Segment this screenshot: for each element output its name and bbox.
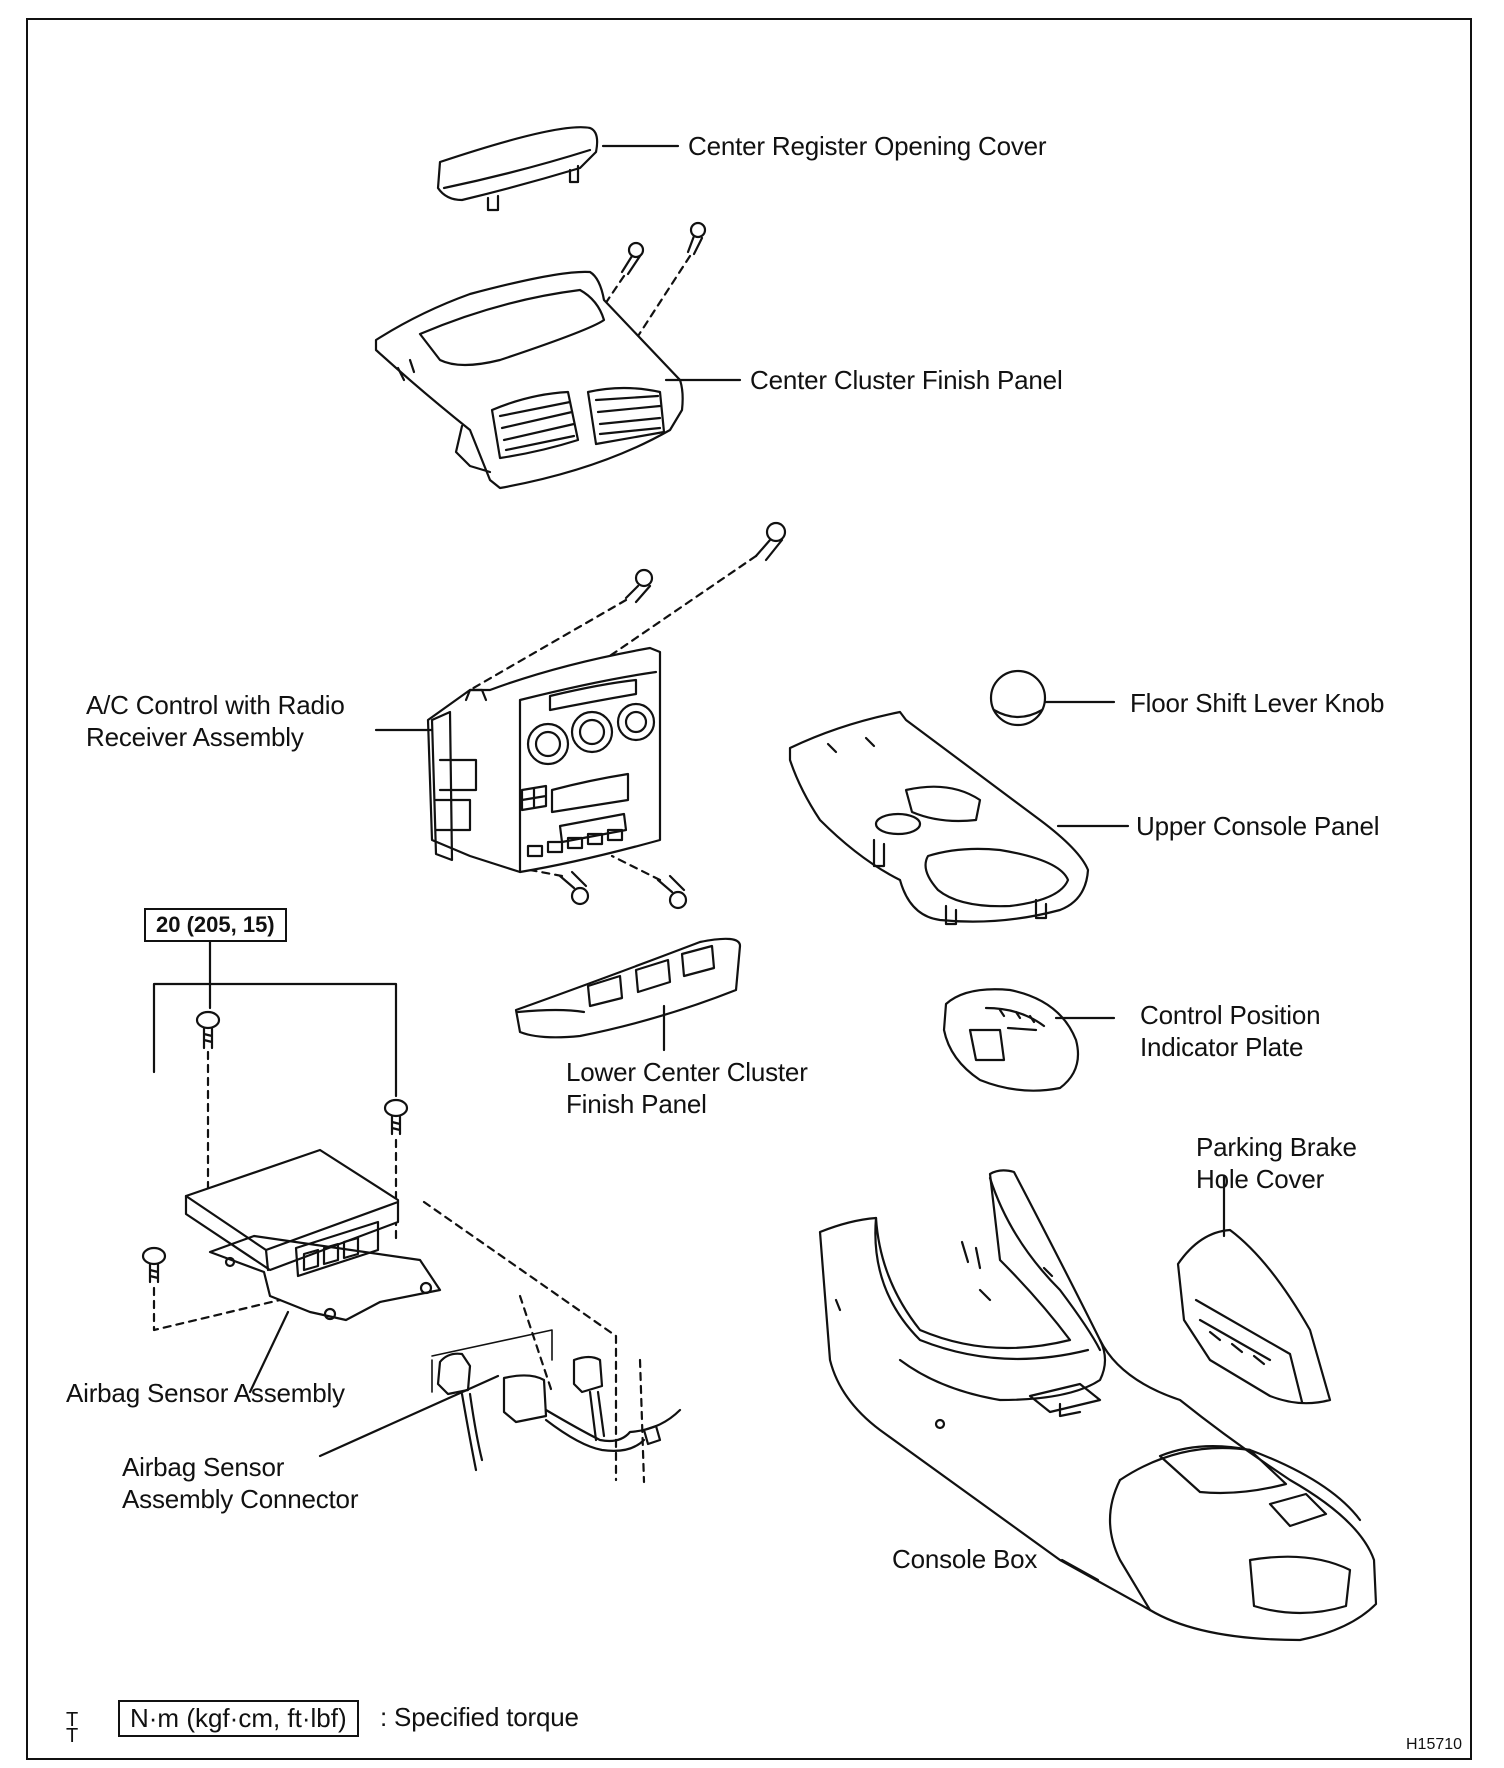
label-airbag-sensor-assembly: Airbag Sensor Assembly — [66, 1378, 345, 1408]
label-parking-brake-line2: Hole Cover — [1196, 1164, 1325, 1194]
label-airbag-connector-line2: Assembly Connector — [122, 1484, 359, 1514]
label-control-position-line2: Indicator Plate — [1140, 1032, 1304, 1062]
figure-id: H15710 — [1406, 1736, 1463, 1753]
torque-callout-lines — [152, 938, 398, 1098]
legend-text: : Specified torque — [380, 1702, 579, 1732]
label-console-box: Console Box — [892, 1544, 1038, 1574]
label-center-cluster-finish-panel: Center Cluster Finish Panel — [750, 365, 1063, 395]
ac-control-radio-receiver-drawing — [374, 646, 662, 874]
label-control-position-line1: Control Position — [1140, 1000, 1321, 1030]
label-ac-control-line1: A/C Control with Radio — [86, 690, 345, 720]
label-parking-brake-line1: Parking Brake — [1196, 1132, 1357, 1162]
label-lower-center-line2: Finish Panel — [566, 1089, 707, 1119]
label-lower-center-line1: Lower Center Cluster — [566, 1057, 808, 1087]
label-upper-console-panel: Upper Console Panel — [1136, 811, 1380, 841]
diagram-frame — [26, 18, 1472, 1760]
lower-center-cluster-finish-panel-drawing — [514, 937, 742, 1052]
label-floor-shift-lever-knob: Floor Shift Lever Knob — [1130, 688, 1385, 718]
control-position-indicator-plate-drawing — [942, 988, 1116, 1092]
center-register-opening-cover-drawing — [436, 126, 680, 212]
center-cluster-finish-panel-drawing — [374, 270, 742, 490]
torque-symbol-top: T — [66, 1709, 79, 1731]
legend-unit-box: N·m (kgf·cm, ft·lbf) — [118, 1700, 359, 1737]
bolt-drawing — [620, 221, 707, 276]
torque-symbol-icon: T T — [66, 1709, 79, 1747]
torque-spec-box: 20 (205, 15) — [144, 908, 287, 942]
console-box-drawing — [818, 1169, 1378, 1642]
bolt-drawing — [141, 1010, 409, 1284]
parking-brake-hole-cover-drawing — [1176, 1174, 1332, 1405]
label-center-register-opening-cover: Center Register Opening Cover — [688, 131, 1047, 161]
airbag-sensor-connector-drawing — [318, 1329, 682, 1472]
bolt-drawing — [558, 521, 787, 910]
label-airbag-connector-line1: Airbag Sensor — [122, 1452, 285, 1482]
upper-console-panel-drawing — [788, 710, 1130, 926]
torque-symbol-bottom: T — [66, 1725, 79, 1747]
floor-shift-lever-knob-drawing — [989, 669, 1116, 727]
label-ac-control-line2: Receiver Assembly — [86, 722, 304, 752]
airbag-sensor-assembly-drawing — [184, 1148, 442, 1394]
